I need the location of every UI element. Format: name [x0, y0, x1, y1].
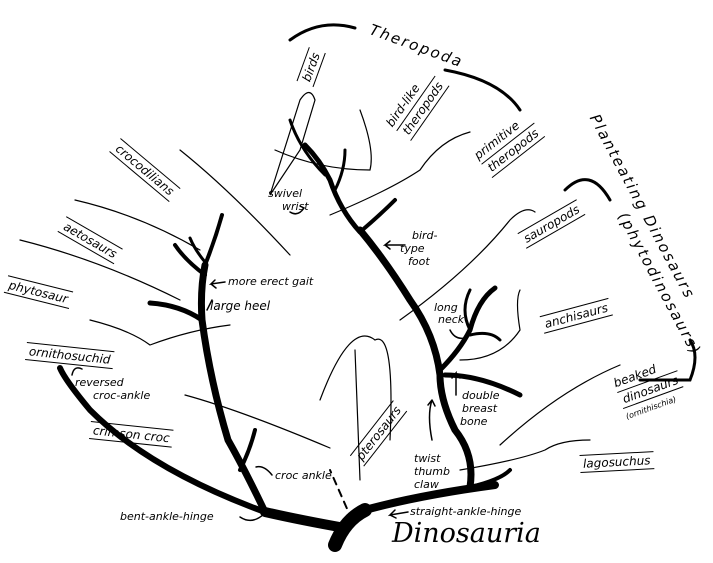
branch-crimson-croc-2	[238, 428, 257, 472]
branch-croc-stem	[197, 261, 269, 516]
trait-thumb: thumb	[414, 465, 450, 478]
branch-ornithischia	[442, 372, 523, 398]
branch-crocodilians	[203, 213, 224, 267]
branch-pterosaurs	[329, 469, 353, 521]
trait-bent-ankle-hinge: bent-ankle-hinge	[120, 510, 214, 523]
arrow-swivel-wrist	[289, 205, 306, 215]
trait-swivel: swivel	[268, 187, 303, 200]
trait-bone: bone	[460, 415, 488, 428]
branch-anchisaurs	[468, 331, 502, 342]
sketch-bird-like-theropod	[274, 109, 372, 171]
sketch-lagosuchus	[459, 439, 591, 471]
branch-crurotarsi	[260, 507, 350, 533]
label-lagosuchus: lagosuchus	[579, 451, 654, 473]
trait-foot: foot	[408, 255, 430, 268]
sketch-crocodilian	[179, 149, 291, 256]
arrow-reversed-croc-ankle	[71, 367, 83, 376]
trait-claw: claw	[414, 478, 439, 491]
bracket-phytodinosaurs	[563, 178, 697, 382]
bracket-theropoda	[288, 23, 522, 112]
branch-ornithodira	[361, 481, 499, 514]
branch-bird-like	[333, 148, 347, 192]
trait-straight-ankle-hinge: straight-ankle-hinge	[410, 505, 522, 518]
branch-phytosaur	[173, 243, 207, 277]
trait-long: long	[434, 301, 458, 314]
arrow-more-erect-gait	[208, 279, 226, 289]
branch-lagosuchus	[468, 468, 512, 489]
branch-crimson-croc	[57, 365, 268, 515]
sketch-anchisaur	[459, 289, 521, 361]
trait-croc-ankle: croc ankle	[275, 469, 332, 482]
trait-more-erect-gait: more erect gait	[228, 275, 314, 288]
branch-ornithosuchid	[147, 300, 205, 323]
trait-double: double	[462, 389, 500, 402]
sketch-sauropod	[399, 209, 536, 321]
sketch-phytosaur	[19, 239, 181, 301]
label-dinosauria: Dinosauria	[392, 518, 541, 549]
arrow-twist-thumb-claw	[427, 399, 436, 441]
arrow-bent-ankle-hinge	[239, 513, 265, 522]
trait-reversed: reversed	[75, 376, 124, 389]
branch-theropods	[302, 142, 363, 235]
sketch-beaked-dinosaur	[499, 364, 621, 446]
trait-twist: twist	[414, 452, 441, 465]
arrow-large-heel	[206, 299, 213, 311]
branch-sauropods	[463, 288, 472, 332]
trait-wrist: wrist	[282, 200, 309, 213]
trait-breast: breast	[462, 402, 498, 415]
arrow-double-breast-bone	[451, 370, 461, 396]
arrow-croc-ankle	[255, 465, 273, 476]
trait-bird: bird-	[412, 229, 438, 242]
sketch-bird	[269, 91, 316, 196]
sketch-ornithosuchid	[89, 319, 231, 346]
branch-dinosauria	[356, 226, 475, 491]
sketch-aetosaur	[74, 199, 201, 251]
sketch-crimson-croc	[184, 394, 331, 449]
branch-primitive-theropods	[358, 198, 397, 234]
trait-croc-ankle-reversed: croc-ankle	[93, 389, 151, 402]
sketch-primitive-theropod	[329, 131, 471, 216]
arrow-straight-ankle-hinge	[387, 509, 409, 519]
trait-type: type	[400, 242, 425, 255]
arrow-long-neck	[449, 329, 466, 340]
trait-neck: neck	[438, 313, 465, 326]
branch-aetosaurs	[188, 236, 207, 264]
trait-large-heel: large heel	[210, 299, 271, 313]
sketch-pterosaur	[319, 335, 392, 481]
arrow-bird-type-foot	[382, 240, 406, 250]
